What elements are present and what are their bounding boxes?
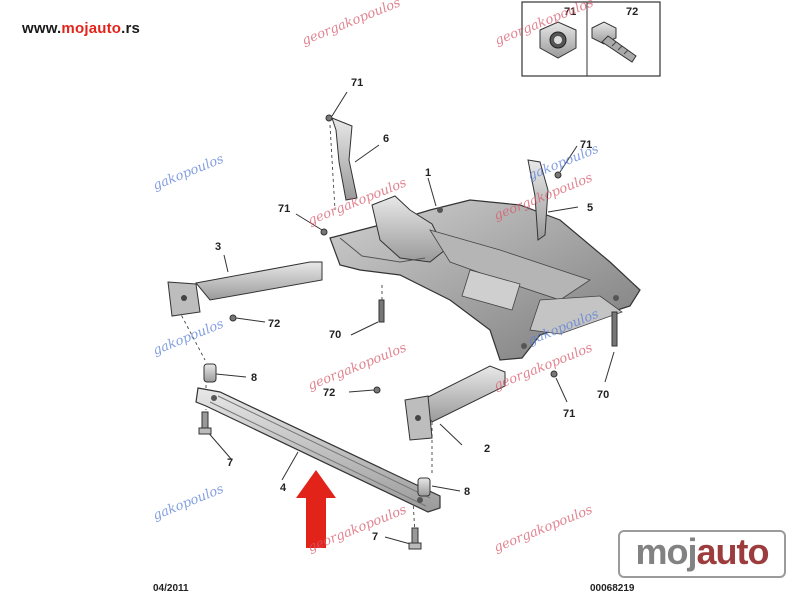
callout-bolt-70-right: 70 — [597, 389, 609, 401]
watermark-text-10: gakopoulos — [151, 317, 226, 359]
logo-right: auto — [696, 531, 770, 572]
site-url-brand: mojauto — [61, 20, 122, 37]
diagram-reference: 00068219 — [590, 583, 635, 594]
callout-nut-right: 71 — [580, 139, 592, 151]
bushing-right — [417, 477, 431, 497]
highlight-arrow — [296, 470, 336, 548]
callout-nut-lower: 71 — [563, 408, 575, 420]
bolt-icon — [591, 21, 637, 63]
watermark-text-5: georgakopoulos — [306, 340, 409, 393]
callout-rear-arm: 2 — [484, 443, 490, 455]
screw-left — [198, 411, 212, 435]
bushing-left — [203, 363, 217, 383]
callout-bushing-right: 8 — [464, 486, 470, 498]
crossmember-part — [195, 387, 441, 513]
logo-left: moj — [635, 531, 697, 572]
rear-arm-part — [404, 365, 506, 441]
legend-nut-label: 71 — [564, 6, 576, 18]
small-fasteners — [229, 114, 618, 394]
screw-bottom — [408, 527, 422, 550]
watermark-text-11: gakopoulos — [151, 482, 226, 524]
mojauto-watermark-logo: mojauto — [618, 530, 786, 578]
site-url-prefix: www. — [22, 20, 62, 37]
callout-screw-bottom: 7 — [372, 531, 378, 543]
callout-bushing-left: 8 — [251, 372, 257, 384]
watermark-text-9: gakopoulos — [151, 152, 226, 194]
callout-subframe: 1 — [425, 167, 431, 179]
diagram-date: 04/2011 — [153, 583, 189, 594]
front-arm-part — [167, 261, 323, 317]
callout-crossmember: 4 — [280, 482, 287, 494]
callout-front-arm: 3 — [215, 241, 221, 253]
subframe-part — [329, 195, 641, 361]
callout-bolt-arm: 72 — [268, 318, 280, 330]
callout-nut-mid: 71 — [278, 203, 290, 215]
watermark-text-8: georgakopoulos — [492, 502, 595, 555]
part-callouts: 1 2 3 4 5 6 8 8 7 7 71 71 71 71 72 72 70… — [215, 77, 609, 543]
nut-icon — [539, 21, 577, 59]
legend-bolt-label: 72 — [626, 6, 638, 18]
callout-bolt-70-center: 70 — [329, 329, 341, 341]
callout-left-bracket: 6 — [383, 133, 389, 145]
callout-right-bracket: 5 — [587, 202, 593, 214]
callout-bolt-center: 72 — [323, 387, 335, 399]
site-url-suffix: .rs — [121, 20, 141, 37]
callout-screw-left: 7 — [227, 457, 233, 469]
site-url[interactable]: www.mojauto.rs — [22, 20, 140, 37]
left-bracket-part — [331, 117, 358, 201]
watermark-text-1: georgakopoulos — [300, 0, 403, 49]
right-bracket-part — [527, 159, 549, 241]
fastener-legend: 71 72 — [521, 1, 661, 77]
callout-nut-top: 71 — [351, 77, 363, 89]
